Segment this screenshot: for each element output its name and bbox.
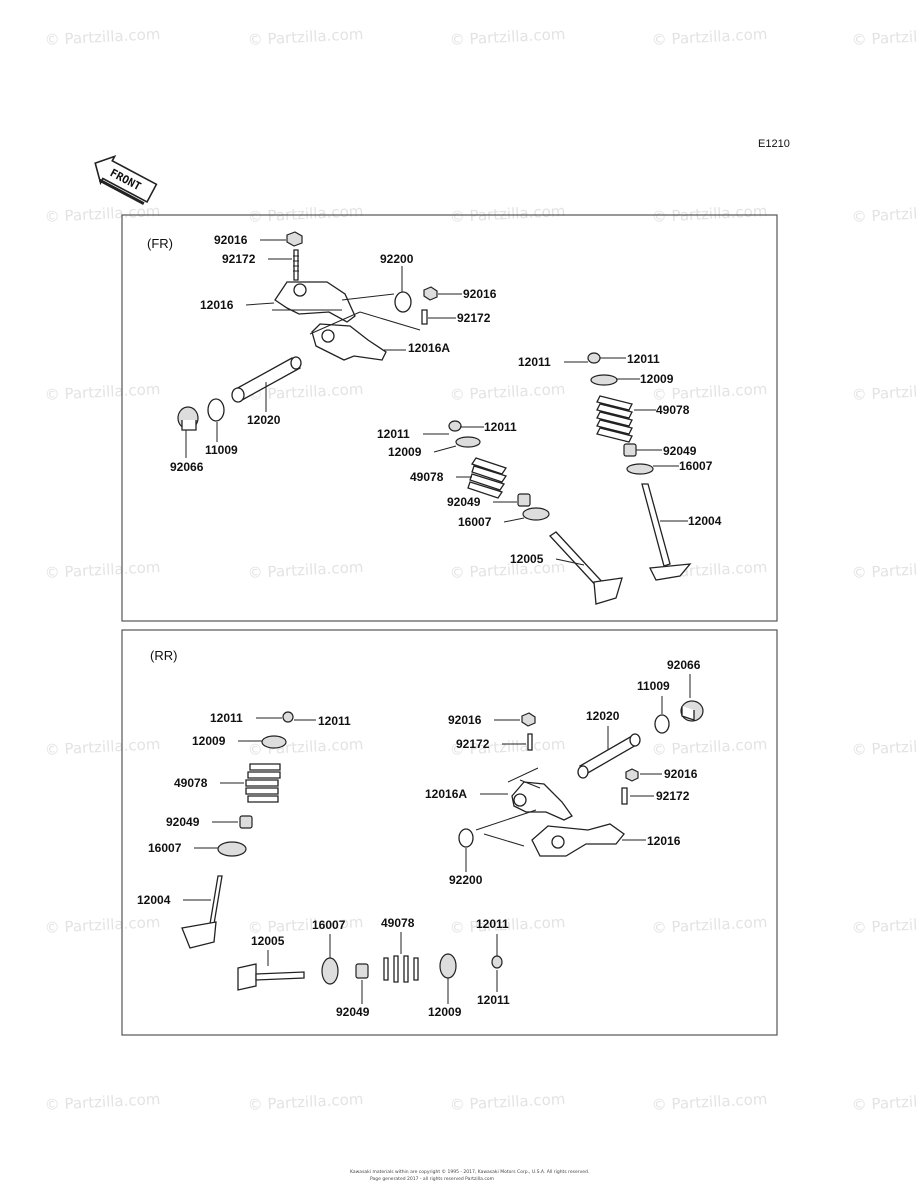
watermark: © Partzilla.com xyxy=(44,25,161,49)
watermark: © Partzilla.com xyxy=(44,1090,161,1114)
watermark: © Partzilla.com xyxy=(651,25,768,49)
panel-front xyxy=(121,214,778,622)
watermark: © Partzilla.com xyxy=(651,202,768,226)
part-label: 92172 xyxy=(457,311,491,325)
watermark: © Partzilla.com xyxy=(449,380,566,404)
watermark: © Partzilla.com xyxy=(247,1090,364,1114)
diagram-code: E1210 xyxy=(758,138,790,150)
part-label: 12011 xyxy=(318,714,351,728)
rr-labels: 92066 11009 12020 12011 12011 12009 9201… xyxy=(137,658,701,1019)
part-label: 12004 xyxy=(137,893,171,907)
watermark: © Partzilla.com xyxy=(851,735,917,759)
part-label: 12009 xyxy=(388,445,422,459)
front-arrow-icon: FRONT xyxy=(94,155,158,206)
panel-title-fr: (FR) xyxy=(147,236,173,251)
footer-copyright: Kawasaki materials within are copyright … xyxy=(350,1168,589,1175)
part-label: 16007 xyxy=(679,459,713,473)
fr-parts xyxy=(177,231,692,605)
part-label: 92049 xyxy=(166,815,200,829)
part-label: 12004 xyxy=(688,514,722,528)
watermark: © Partzilla.com xyxy=(851,380,917,404)
watermark: © Partzilla.com xyxy=(247,558,364,582)
part-label: 12016A xyxy=(425,787,467,801)
part-label: 92049 xyxy=(663,444,697,458)
watermark: © Partzilla.com xyxy=(449,558,566,582)
part-label: 92049 xyxy=(447,495,481,509)
watermark-layer: © Partzilla.com © Partzilla.com © Partzi… xyxy=(44,25,917,1114)
part-label: 16007 xyxy=(458,515,492,529)
part-label: 49078 xyxy=(174,776,208,790)
watermark: © Partzilla.com xyxy=(44,380,161,404)
part-label: 16007 xyxy=(148,841,182,855)
part-label: 12011 xyxy=(210,711,243,725)
watermark: © Partzilla.com xyxy=(651,913,768,937)
watermark: © Partzilla.com xyxy=(247,202,364,226)
part-label: 49078 xyxy=(656,403,690,417)
panel-rear xyxy=(121,629,778,1036)
part-label: 11009 xyxy=(205,443,238,457)
part-label: 92016 xyxy=(214,233,248,247)
watermark: © Partzilla.com xyxy=(651,735,768,759)
watermark: © Partzilla.com xyxy=(851,558,917,582)
part-label: 92172 xyxy=(222,252,256,266)
part-label: 92172 xyxy=(456,737,490,751)
part-label: 12011 xyxy=(518,355,551,369)
fr-labels: 92016 92172 92200 92016 92172 12016 1201… xyxy=(170,233,722,566)
part-label: 12011 xyxy=(377,427,410,441)
watermark: © Partzilla.com xyxy=(247,25,364,49)
watermark: © Partzilla.com xyxy=(44,558,161,582)
part-label: 12005 xyxy=(510,552,544,566)
part-label: 12009 xyxy=(428,1005,462,1019)
part-label: 12016A xyxy=(408,341,450,355)
part-label: 12009 xyxy=(640,372,674,386)
part-label: 92049 xyxy=(336,1005,370,1019)
part-label: 92016 xyxy=(448,713,482,727)
part-label: 49078 xyxy=(381,916,415,930)
watermark: © Partzilla.com xyxy=(851,1090,917,1114)
part-label: 92200 xyxy=(380,252,414,266)
watermark: © Partzilla.com xyxy=(44,735,161,759)
watermark: © Partzilla.com xyxy=(449,25,566,49)
part-label: 92066 xyxy=(667,658,701,672)
part-label: 92172 xyxy=(656,789,690,803)
part-label: 12016 xyxy=(200,298,234,312)
part-label: 12011 xyxy=(484,420,517,434)
part-label: 92016 xyxy=(664,767,698,781)
part-label: 12020 xyxy=(586,709,620,723)
part-label: 12020 xyxy=(247,413,281,427)
watermark: © Partzilla.com xyxy=(449,202,566,226)
panel-title-rr: (RR) xyxy=(150,648,177,663)
part-label: 11009 xyxy=(637,679,670,693)
watermark: © Partzilla.com xyxy=(44,913,161,937)
watermark: © Partzilla.com xyxy=(651,1090,768,1114)
part-label: 92016 xyxy=(463,287,497,301)
part-label: 92066 xyxy=(170,460,204,474)
part-label: 12005 xyxy=(251,934,285,948)
watermark: © Partzilla.com xyxy=(851,913,917,937)
part-label: 12011 xyxy=(627,352,660,366)
watermark: © Partzilla.com xyxy=(851,25,917,49)
part-label: 49078 xyxy=(410,470,444,484)
watermark: © Partzilla.com xyxy=(851,202,917,226)
footer-generated: Page generated 2017 - all rights reserve… xyxy=(370,1176,494,1182)
part-label: 12011 xyxy=(476,917,509,931)
part-label: 92200 xyxy=(449,873,483,887)
part-label: 16007 xyxy=(312,918,346,932)
part-label: 12011 xyxy=(477,993,510,1007)
watermark: © Partzilla.com xyxy=(449,1090,566,1114)
part-label: 12009 xyxy=(192,734,226,748)
watermark: © Partzilla.com xyxy=(44,202,161,226)
part-label: 12016 xyxy=(647,834,681,848)
